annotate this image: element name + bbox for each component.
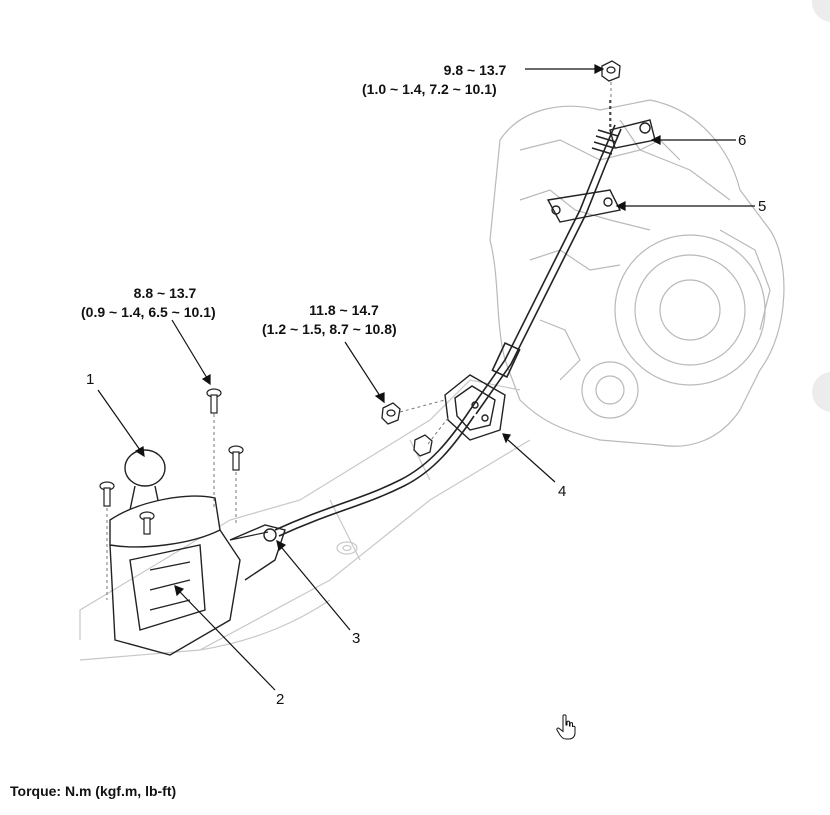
pointer-hand-icon [556, 714, 576, 740]
torque-spec-top: 9.8 ~ 13.7 [420, 62, 530, 78]
callout-1: 1 [86, 371, 95, 388]
nut-icon [601, 60, 621, 82]
shift-cable [274, 124, 622, 537]
torque-spec-middle-sub: (1.2 ~ 1.5, 8.7 ~ 10.8) [262, 321, 397, 337]
torque-spec-left-sub: (0.9 ~ 1.4, 6.5 ~ 10.1) [81, 304, 216, 320]
nut-icon [381, 402, 433, 457]
transaxle-housing [489, 99, 785, 447]
leader-lines [97, 64, 755, 691]
torque-value: 9.8 ~ 13.7 [443, 62, 507, 78]
torque-spec-left: 8.8 ~ 13.7 [133, 285, 197, 301]
grommet-plate [444, 374, 506, 441]
callout-3: 3 [352, 630, 361, 647]
torque-spec-middle: 11.8 ~ 14.7 [309, 302, 379, 318]
callout-4: 4 [558, 483, 567, 500]
callout-2: 2 [276, 691, 285, 708]
scroll-indicator-middle[interactable] [812, 372, 830, 412]
cable-bracket [546, 189, 622, 223]
floor-tunnel [79, 379, 531, 661]
shift-lever-assembly [109, 449, 286, 656]
callout-5: 5 [758, 198, 767, 215]
callout-6: 6 [738, 132, 747, 149]
torque-spec-top-sub: (1.0 ~ 1.4, 7.2 ~ 10.1) [362, 81, 497, 97]
torque-unit-note: Torque: N.m (kgf.m, lb-ft) [10, 783, 177, 799]
bolt-icon [99, 388, 244, 535]
